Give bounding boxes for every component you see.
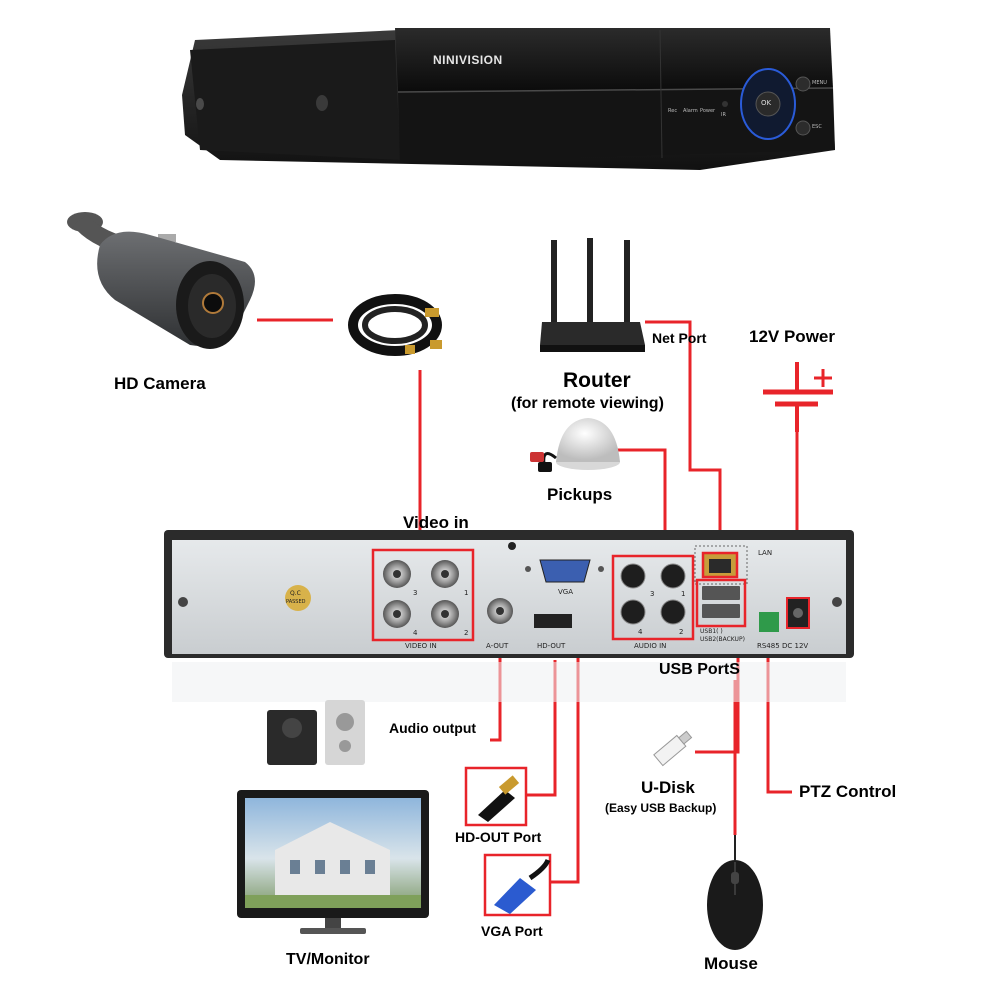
label-net-port: Net Port xyxy=(652,330,707,346)
hdmi-cable-image xyxy=(464,766,528,827)
panel-label-qc-passed: PASSED xyxy=(286,599,306,605)
hdout-to-hdmi-line xyxy=(527,660,557,797)
audio-port-number-2: 2 xyxy=(679,628,684,636)
label-ptz-control: PTZ Control xyxy=(799,782,897,801)
label-u-disk: U-Disk xyxy=(641,778,695,797)
hdmi-port xyxy=(534,614,572,628)
vga-cable-image xyxy=(483,853,552,917)
speakers-image xyxy=(267,700,365,765)
menu-label: MENU xyxy=(812,80,827,86)
ok-button xyxy=(755,91,781,117)
pickup-microphone-image xyxy=(530,418,620,472)
menu-button xyxy=(795,76,811,92)
label-router: Router xyxy=(563,369,631,392)
panel-label-dc12v: DC 12V xyxy=(782,642,809,650)
label-pickups: Pickups xyxy=(547,485,613,504)
video-port-number-1: 1 xyxy=(464,589,469,597)
video-port-number-3: 3 xyxy=(413,589,418,597)
esc-label: ESC xyxy=(812,124,822,130)
bnc-power-cable-image xyxy=(348,294,442,356)
audio-port-number-4: 4 xyxy=(638,628,643,636)
led-label-rec: Rec xyxy=(668,108,678,114)
power-symbol xyxy=(763,362,833,432)
brand-logo: NINIVISION xyxy=(433,53,503,67)
label-usb-ports: USB PortS xyxy=(659,661,740,678)
label-hd-out-port: HD-OUT Port xyxy=(455,829,542,845)
qc-sticker xyxy=(285,585,311,611)
panel-label-a-out: A-OUT xyxy=(486,642,509,650)
panel-label-usb1: USB1( ) xyxy=(700,628,723,635)
video-in-highlight xyxy=(371,548,475,642)
label-hd-camera: HD Camera xyxy=(114,374,206,393)
router-to-lan-line xyxy=(645,320,722,553)
dvr-front-unit xyxy=(182,28,835,170)
mouse-image xyxy=(707,835,763,950)
vga-port xyxy=(539,559,591,583)
usb-highlight xyxy=(695,578,747,628)
label-video-in: Video in xyxy=(403,513,469,532)
panel-label-qc: Q.C xyxy=(290,590,301,597)
hd-camera-image xyxy=(67,212,255,349)
audio-in-highlight xyxy=(611,554,695,641)
u-disk-image xyxy=(653,730,693,767)
label-vga-port: VGA Port xyxy=(481,923,543,939)
led-label-power: Power xyxy=(700,108,716,114)
panel-label-hd-out: HD-OUT xyxy=(537,642,566,650)
ok-label: OK xyxy=(761,99,772,107)
label-tv-monitor: TV/Monitor xyxy=(286,951,370,968)
panel-label-lan: LAN xyxy=(758,549,773,557)
panel-label-usb2: USB2(BACKUP) xyxy=(700,636,745,643)
ir-label: IR xyxy=(721,112,726,118)
label-u-disk-sub: (Easy USB Backup) xyxy=(605,801,717,815)
tv-monitor-image xyxy=(237,790,429,934)
label-mouse: Mouse xyxy=(704,954,758,973)
led-label-alarm: Alarm xyxy=(683,108,698,114)
audio-port-number-3: 3 xyxy=(650,590,655,598)
label-audio-output: Audio output xyxy=(389,720,477,736)
video-port-number-4: 4 xyxy=(413,629,418,637)
ir-sensor xyxy=(722,101,728,107)
dvr-rear-panel xyxy=(164,530,854,702)
panel-label-vga: VGA xyxy=(558,588,574,596)
panel-label-rs485: RS485 xyxy=(757,642,780,650)
esc-button xyxy=(795,120,811,136)
label-router-sub: (for remote viewing) xyxy=(511,395,664,412)
audio-port-number-1: 1 xyxy=(681,590,686,598)
video-port-number-2: 2 xyxy=(464,629,469,637)
router-image xyxy=(540,238,645,352)
rs485-terminal xyxy=(759,612,779,632)
panel-label-video-in: VIDEO IN xyxy=(405,642,437,650)
label-12v-power: 12V Power xyxy=(749,327,835,346)
panel-label-audio-in: AUDIO IN xyxy=(634,642,667,650)
pickups-to-audio-in-line xyxy=(605,448,667,560)
